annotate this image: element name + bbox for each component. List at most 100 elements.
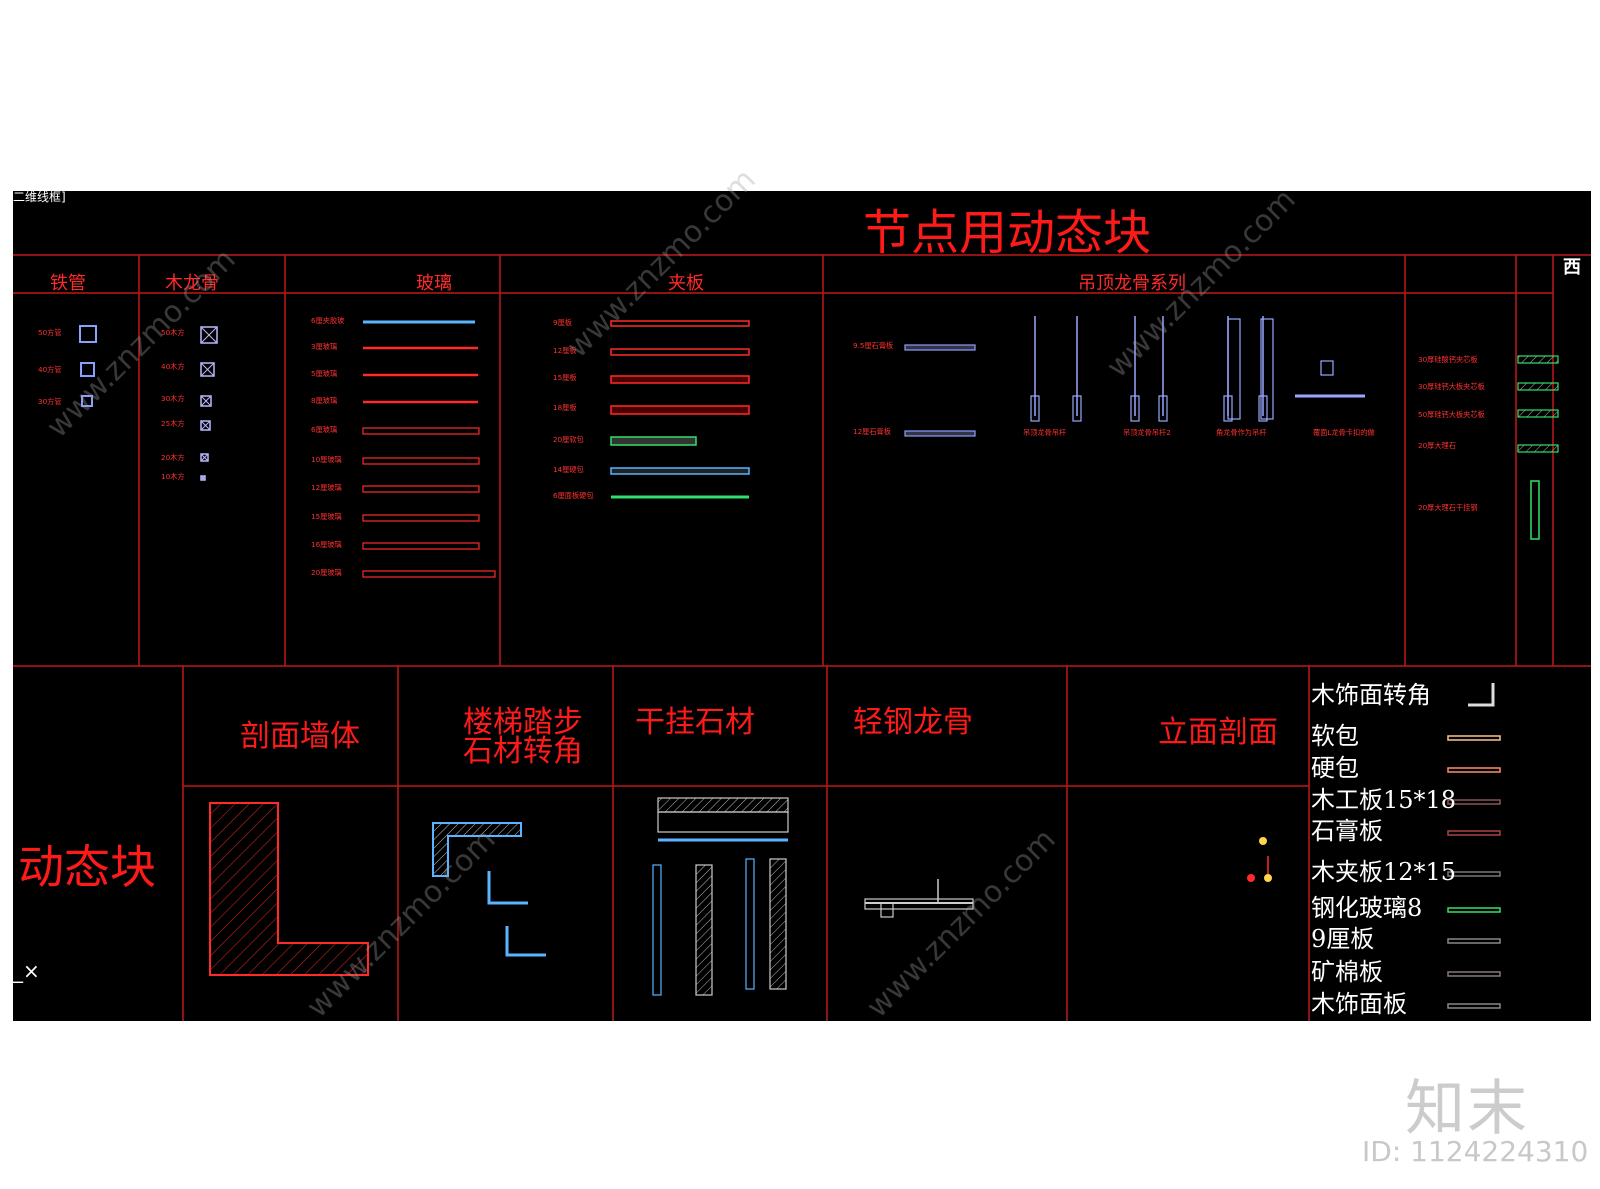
legend-swatch [1447,907,1501,913]
header-glass: 玻璃 [416,273,452,294]
wood-label: 25木方 [161,419,185,428]
angle-keel [1260,318,1274,420]
legend-swatch [1447,735,1501,741]
viewport-style-label[interactable]: 二维线框] [13,191,66,204]
ceiling-label: 12厘石膏板 [853,427,891,436]
ceiling-label: 50厚硅钙大板夹芯板 [1418,410,1485,419]
viewcube-west-label[interactable]: 西 [1563,257,1581,278]
ucs-icon: _× [13,959,40,983]
ceiling-label: 9.5厘石膏板 [853,341,894,350]
steel-keel-clip [880,902,894,918]
board-label: 9厘板 [553,318,572,327]
tube-label: 30方管 [38,397,62,406]
stair-step-heading: 楼梯踏步 [463,705,583,740]
plywood-board [610,375,750,384]
ceiling-label: 30厚硅酸钙夹芯板 [1418,355,1478,364]
wood-keel-cross [200,453,209,462]
ceiling-label: 20厚大理石干挂钢 [1418,503,1478,512]
legend-item: 木夹板12*15 [1311,858,1457,886]
glass-label: 3厘玻璃 [311,342,338,351]
page-title: 节点用动态块 [863,205,1152,261]
soft-pack-board [610,436,697,446]
board-label: 15厘板 [553,373,577,382]
glass-label: 5厘玻璃 [311,369,338,378]
board-label: 14厘硬包 [553,465,584,474]
wood-keel-block [200,475,206,481]
board-label: 18厘板 [553,403,577,412]
legend-swatch [1468,683,1495,707]
stone-panel [1517,409,1559,418]
board-label: 12厘板 [553,346,577,355]
legend-swatch [1447,971,1501,977]
dynamic-block-label: 动态块 [18,840,156,894]
wood-label: 50木方 [161,328,185,337]
legend-swatch [1447,938,1501,944]
glass-label: 6厘玻璃 [311,425,338,434]
glass-label: 12厘玻璃 [311,483,342,492]
board-label: 20厘软包 [553,435,584,444]
glass-thick [362,514,480,522]
legend-item: 钢化玻璃8 [1311,894,1423,922]
tube-30 [81,395,93,407]
glass-thick [362,542,480,550]
glass-thick [362,427,480,435]
section-wall-shape [209,802,369,976]
stone-slab-frame [657,811,789,833]
wood-keel-cross [200,475,206,481]
tube-40 [80,362,95,377]
glass-thick [362,485,480,493]
wood-keel-block [200,362,215,377]
stone-panel [769,858,787,990]
glass-label: 10厘玻璃 [311,455,342,464]
elevation-section-heading: 立面剖面 [1158,715,1278,750]
tube-label: 50方管 [38,328,62,337]
hard-pack-board [610,467,750,475]
legend-swatch [1447,799,1501,805]
glass-label: 8厘玻璃 [311,396,338,405]
keel-clip [1320,360,1334,376]
wood-keel-cross [200,362,215,377]
ceiling-label: 覆面L龙骨卡扣的做 [1313,428,1375,437]
legend-item: 9厘板 [1311,925,1375,953]
stone-hanger [1530,480,1540,540]
plywood-board [610,405,750,415]
hanger-clip [1030,395,1040,422]
stone-corner-shape [505,926,546,957]
stone-panel [1517,444,1559,453]
legend-item: 木饰面转角 [1311,681,1431,709]
legend-swatch [1447,1003,1501,1009]
wood-keel-block [200,453,209,462]
board-label: 6厘面板硬包 [553,491,594,500]
wood-keel-cross [200,420,211,431]
stone-panel [1517,355,1559,364]
stair-step-shape [432,822,522,877]
ceiling-label: 吊顶龙骨吊杆 [1023,428,1067,437]
stone-slab-top [657,797,789,813]
steel-keel-body [864,898,974,910]
legend-item: 矿棉板 [1311,958,1383,986]
hanger-clip [1158,395,1168,422]
light-steel-keel-heading: 轻钢龙骨 [853,705,973,740]
wood-label: 40木方 [161,362,185,371]
legend-swatch [1447,767,1501,773]
elevation-marker [1259,837,1267,845]
glass-label: 20厘玻璃 [311,568,342,577]
wood-keel-cross [200,395,212,407]
tube-label: 40方管 [38,365,62,374]
dry-hang-stone-heading: 干挂石材 [635,705,755,740]
stone-panel-edge [652,864,662,996]
tube-50 [79,325,97,343]
glass-label: 6厘夹胶玻 [311,316,345,325]
section-wall-heading: 剖面墙体 [240,719,360,754]
hanger-clip [1130,395,1140,422]
legend-item: 软包 [1311,722,1359,750]
wood-label: 10木方 [161,472,185,481]
ceiling-label: 角龙骨作为吊杆 [1216,428,1267,437]
legend-item: 硬包 [1311,754,1359,782]
stone-panel-edge [745,858,755,990]
stone-corner-shape [487,871,528,905]
ceiling-label: 吊顶龙骨吊杆2 [1123,428,1171,437]
watermark-logo: 知末 [1405,1074,1529,1144]
ceiling-label: 30厚硅钙大板夹芯板 [1418,382,1485,391]
